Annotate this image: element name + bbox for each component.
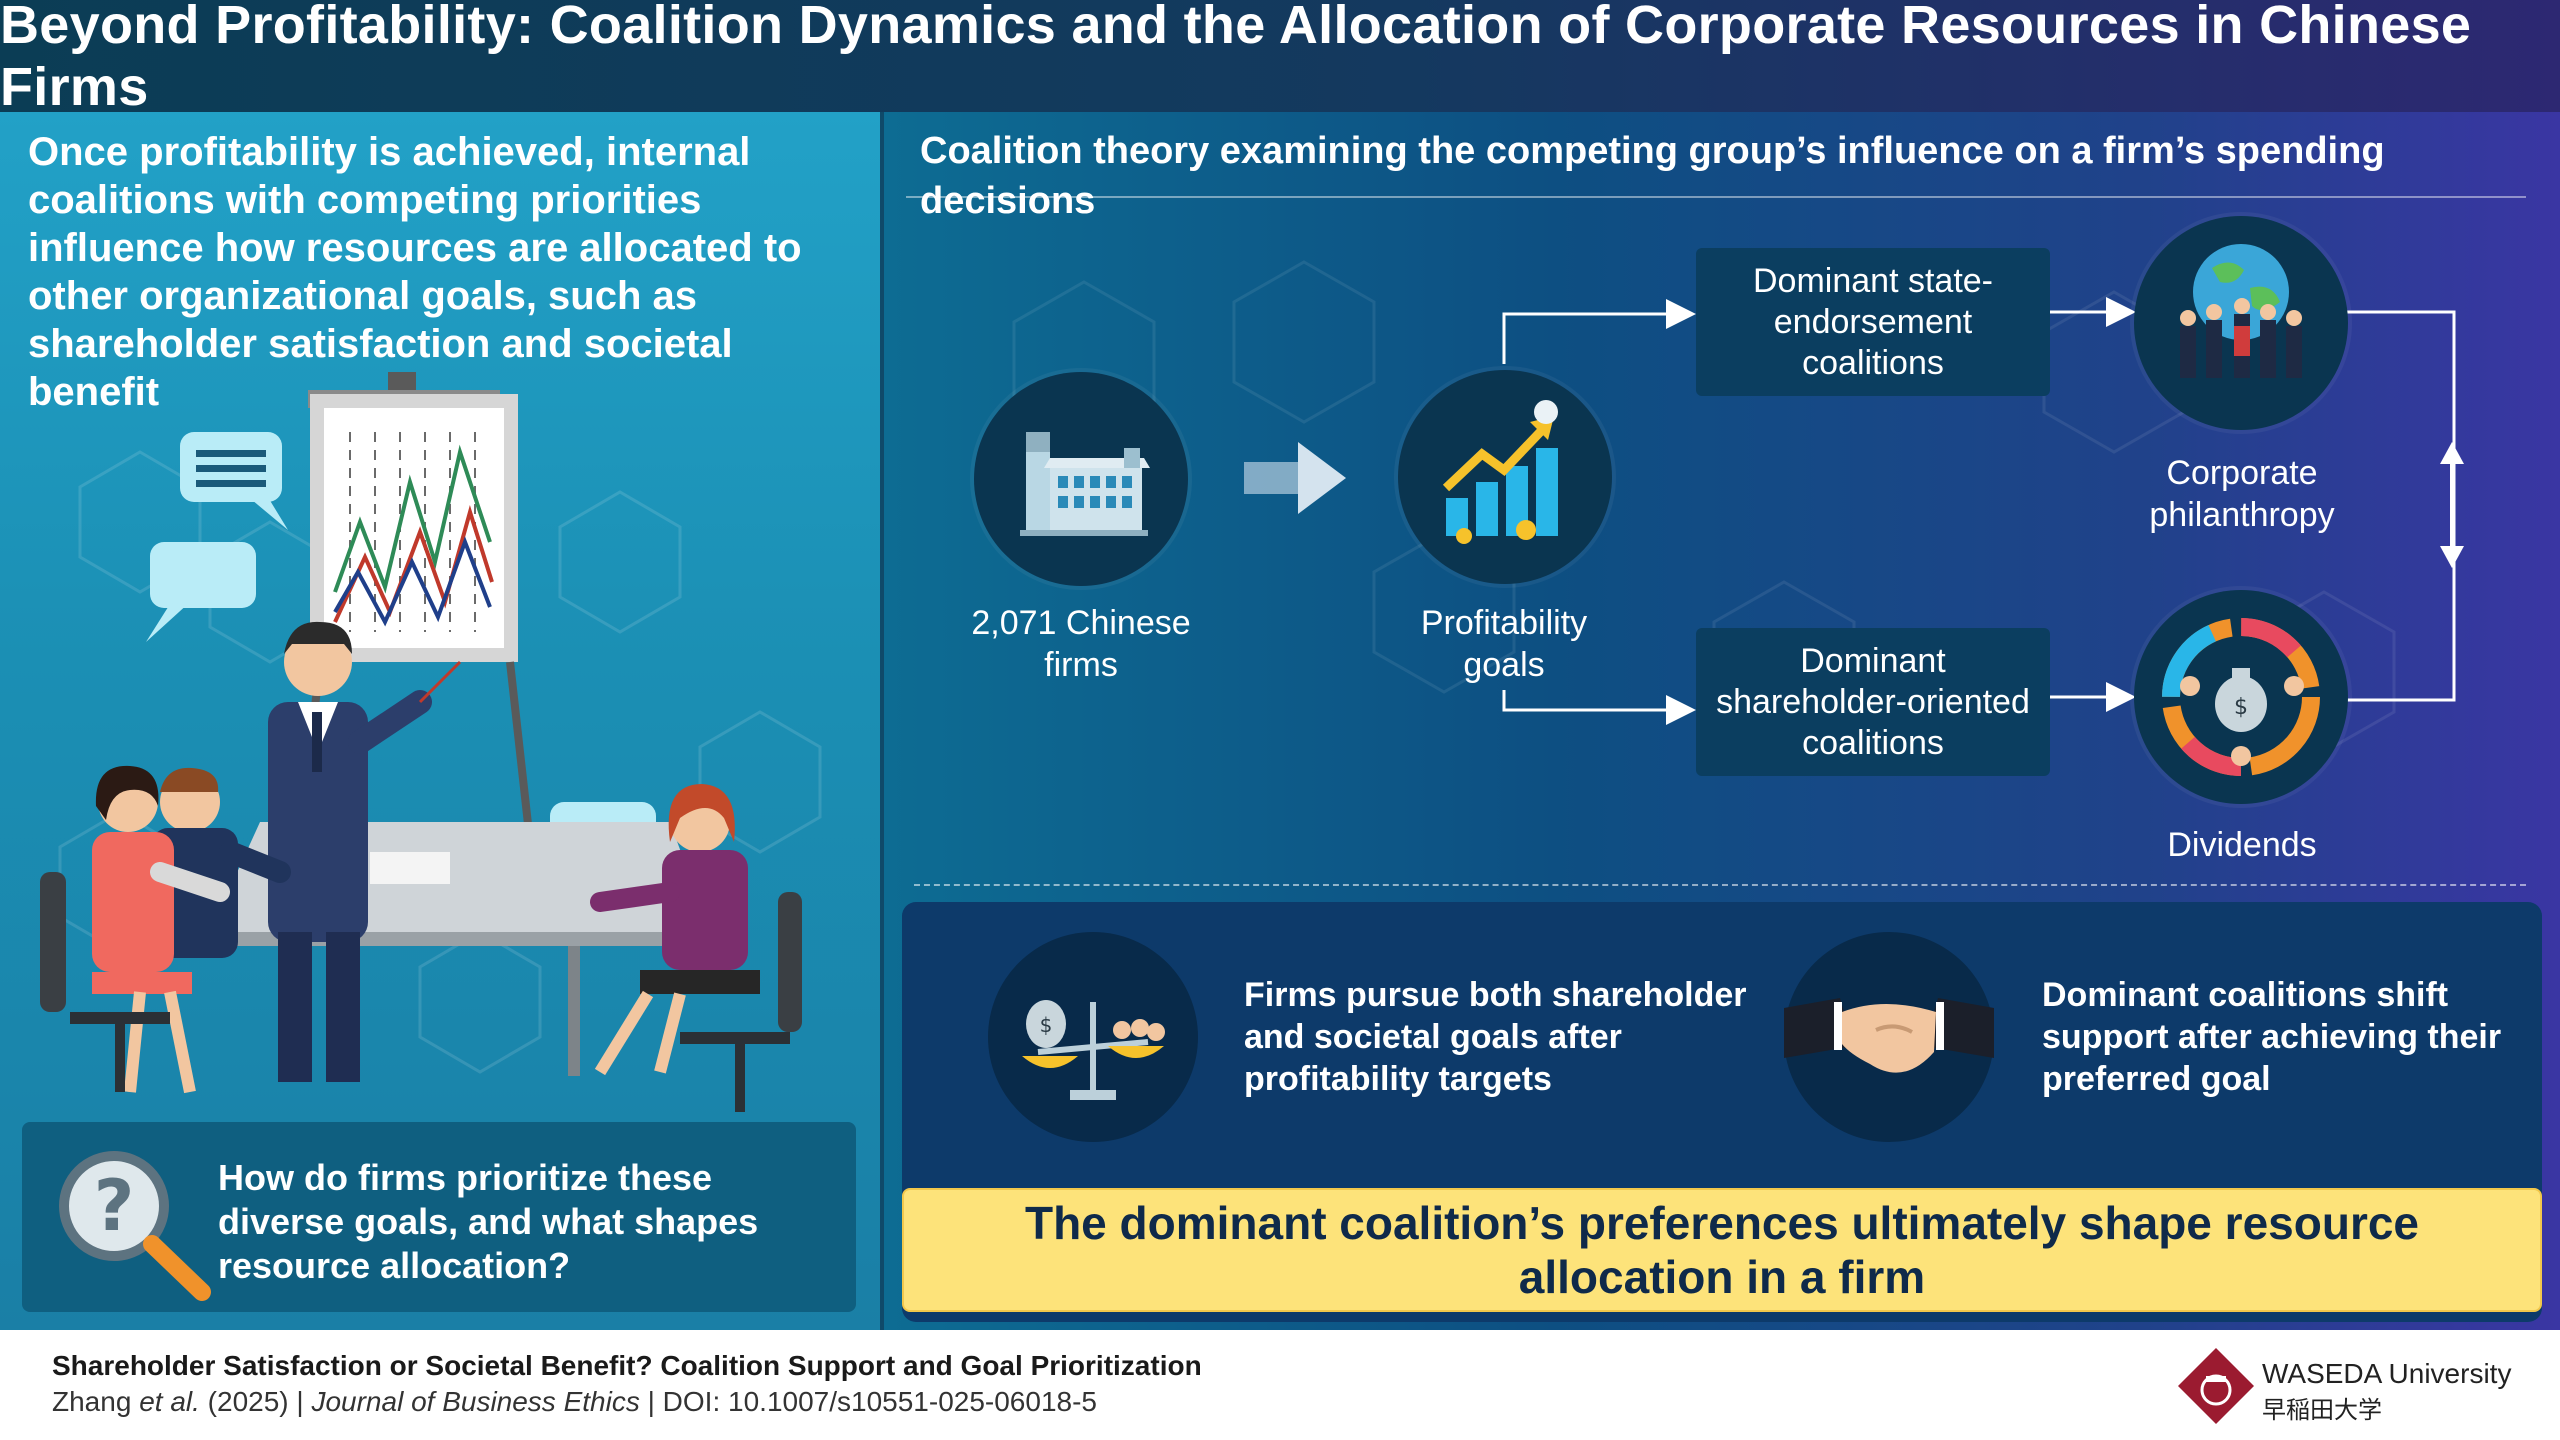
flow-connectors: [1244, 297, 2464, 725]
seated-woman-figure: [590, 784, 802, 1112]
panel-divider: [880, 112, 884, 1330]
question-box: ? How do firms prioritize these diverse …: [22, 1122, 856, 1312]
intro-text: Once profitability is achieved, internal…: [28, 130, 802, 414]
shareholder-coalition-box: Dominant shareholder-oriented coalitions: [1696, 628, 2050, 776]
page-header: Beyond Profitability: Coalition Dynamics…: [0, 0, 2560, 117]
university-name: WASEDA University: [2262, 1358, 2512, 1389]
citation-line: Zhang et al. (2025) | Journal of Busines…: [52, 1386, 1097, 1418]
firms-label: 2,071 Chinese firms: [971, 604, 1191, 684]
meeting-illustration: [40, 372, 802, 1112]
conclusion-banner: The dominant coalition’s preferences ult…: [902, 1188, 2542, 1312]
arrow-to-shareholder-coalition: [1502, 690, 1696, 725]
chart-line-green: [333, 444, 492, 594]
waseda-logo-icon: [2178, 1348, 2254, 1424]
authors: Zhang: [52, 1386, 132, 1417]
building-icon: [1020, 432, 1150, 536]
balance-scale-icon: $: [1022, 1000, 1165, 1100]
profitability-circle: [1398, 370, 1612, 584]
philanthropy-label: Corporate philanthropy: [2149, 454, 2335, 534]
finding-circle: $: [988, 932, 1198, 1142]
dividends-label: Dividends: [2167, 826, 2317, 864]
globe-people-icon: [2180, 244, 2302, 378]
svg-text:?: ?: [94, 1165, 135, 1247]
arrow-to-state-coalition: [1502, 299, 1696, 364]
svg-text:$: $: [2234, 695, 2248, 720]
et-al: et al.: [139, 1386, 200, 1417]
finding-text: Dominant coalitions shift support after …: [2042, 976, 2502, 1098]
dashed-divider: [914, 884, 2526, 886]
chart-line-red: [333, 504, 494, 623]
philanthropy-circle: [2134, 216, 2348, 430]
doi: | DOI: 10.1007/s10551-025-06018-5: [647, 1386, 1097, 1417]
page-title: Beyond Profitability: Coalition Dynamics…: [0, 0, 2472, 117]
title-divider: [906, 196, 2526, 198]
firms-circle: [974, 372, 1188, 586]
finding-text: Firms pursue both shareholder and societ…: [1244, 976, 1747, 1098]
right-panel: Coalition theory examining the competing…: [884, 112, 2560, 1330]
separator: |: [296, 1386, 304, 1417]
shareholder-coalition-label: Dominant shareholder-oriented coalitions: [1716, 641, 2030, 762]
money-bag-people-icon: $: [2162, 618, 2320, 776]
conclusion-text: The dominant coalition’s preferences ult…: [1024, 1197, 2420, 1303]
right-panel-title: Coalition theory examining the competing…: [920, 130, 2385, 222]
profitability-label: Profitability goals: [1420, 604, 1588, 684]
svg-text:$: $: [1040, 1013, 1053, 1037]
seated-woman-figure: [40, 765, 230, 1094]
university-name-jp: 早稲田大学: [2262, 1397, 2382, 1424]
speech-bubble-icon: [180, 432, 288, 530]
handshake-icon: [1784, 998, 1994, 1073]
speech-bubble-icon: [146, 542, 256, 642]
left-panel: Once profitability is achieved, internal…: [0, 112, 880, 1330]
dividends-circle: $: [2134, 590, 2348, 804]
year: (2025): [207, 1386, 289, 1417]
paper-title: Shareholder Satisfaction or Societal Ben…: [52, 1350, 1202, 1381]
magnifying-glass-question-icon: ?: [59, 1151, 211, 1301]
journal-name: Journal of Business Ethics: [311, 1386, 640, 1417]
state-coalition-box: Dominant state-endorsement coalitions: [1696, 248, 2050, 396]
chart-line-blue: [333, 536, 492, 627]
question-text: How do firms prioritize these diverse go…: [218, 1157, 759, 1286]
footer: Shareholder Satisfaction or Societal Ben…: [0, 1330, 2560, 1440]
outcome-bracket: [2346, 310, 2456, 702]
growth-chart-icon: [1442, 400, 1558, 544]
state-coalition-label: Dominant state-endorsement coalitions: [1753, 261, 1993, 382]
presenter-figure: [268, 621, 462, 1082]
finding-circle: [1784, 932, 1994, 1142]
big-arrow-icon: [1244, 442, 1346, 514]
